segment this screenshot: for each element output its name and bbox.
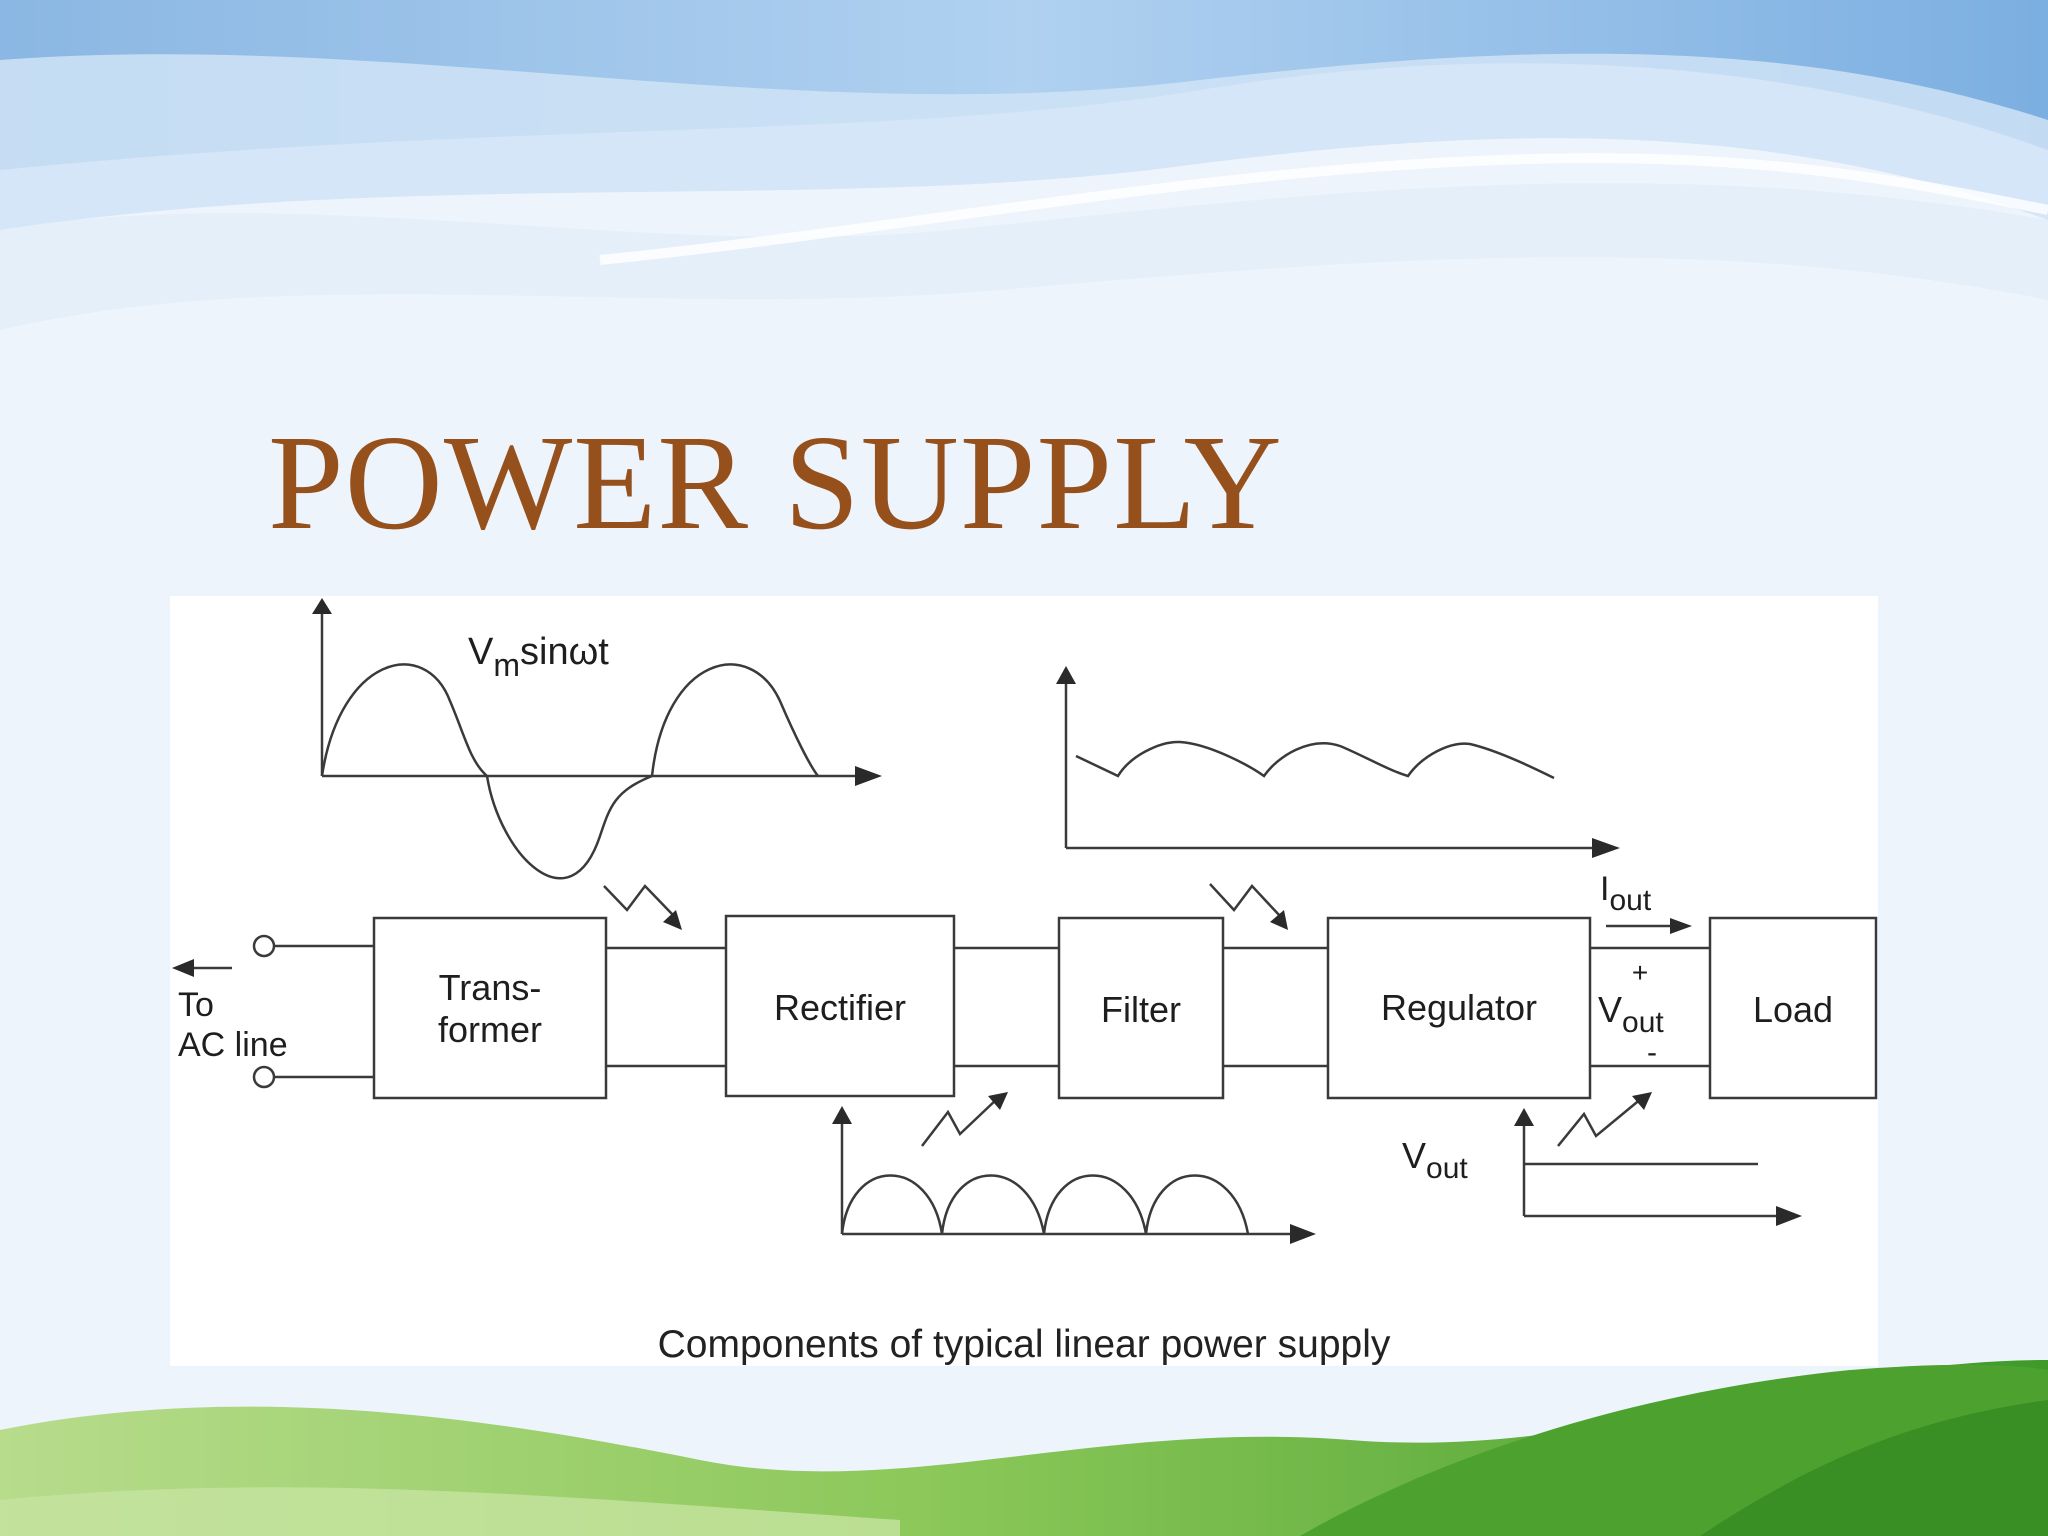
terminal-top (252, 934, 276, 958)
sine-x-arrow (855, 766, 882, 786)
regulated-y-arrow (1514, 1108, 1534, 1126)
sine-label: Vmsinωt (468, 631, 609, 683)
terminal-bottom (252, 1065, 276, 1089)
rectified-x-arrow (1290, 1224, 1316, 1244)
transformer-label-line1: Trans- (439, 967, 542, 1008)
signal-zigzag-2-arrow (1270, 910, 1288, 930)
signal-zigzag-4-arrow (1632, 1092, 1652, 1110)
rectifier-label: Rectifier (774, 987, 906, 1028)
diagram-svg: Vmsinωt To AC line Trans- former Rectifi… (172, 598, 1878, 1244)
rectified-wave (840, 1174, 1250, 1235)
rectifier-block (724, 914, 956, 1098)
rectified-y-arrow (832, 1106, 852, 1124)
rectified-wave-graph (832, 1106, 1316, 1244)
ac-input-terminals (172, 934, 374, 1089)
signal-zigzag-3-arrow (988, 1092, 1008, 1110)
vout-plus: + (1632, 957, 1648, 988)
ripple-wave (1075, 740, 1555, 780)
ac-line-arrow (172, 959, 194, 977)
filtered-ripple-graph (1056, 666, 1620, 858)
iout-label: Iout (1600, 870, 1652, 917)
slide-title: POWER SUPPLY (268, 408, 1283, 558)
input-label-ac-line: AC line (178, 1026, 288, 1064)
regulated-output-graph (1514, 1108, 1802, 1226)
signal-zigzag-4 (1557, 1097, 1643, 1147)
regulated-x-arrow (1776, 1206, 1802, 1226)
filter-block (1057, 916, 1225, 1100)
iout-arrow (1670, 918, 1692, 934)
regulator-label: Regulator (1381, 987, 1537, 1028)
sine-wave-graph (312, 598, 882, 880)
ripple-x-arrow (1592, 838, 1620, 858)
input-label-to: To (178, 986, 214, 1024)
signal-zigzag-2 (1209, 883, 1281, 917)
vout-label: Vout (1598, 989, 1664, 1039)
ripple-y-arrow (1056, 666, 1076, 684)
signal-zigzag-3 (921, 1097, 999, 1147)
power-supply-block-diagram: Vmsinωt To AC line Trans- former Rectifi… (170, 596, 1878, 1366)
regulator-block (1326, 916, 1592, 1100)
sine-y-arrow (312, 598, 332, 614)
vout-minus: - (1647, 1036, 1657, 1069)
filter-label: Filter (1101, 989, 1181, 1030)
diagram-caption: Components of typical linear power suppl… (657, 1323, 1391, 1366)
transformer-label-line2: former (438, 1009, 542, 1050)
load-block (1708, 916, 1878, 1100)
load-label: Load (1753, 989, 1833, 1030)
regulated-vout-label: Vout (1402, 1135, 1468, 1185)
signal-zigzag-1 (603, 884, 673, 915)
sine-wave (320, 663, 819, 880)
signal-zigzag-1-arrow (663, 910, 682, 930)
transformer-block (372, 916, 608, 1100)
